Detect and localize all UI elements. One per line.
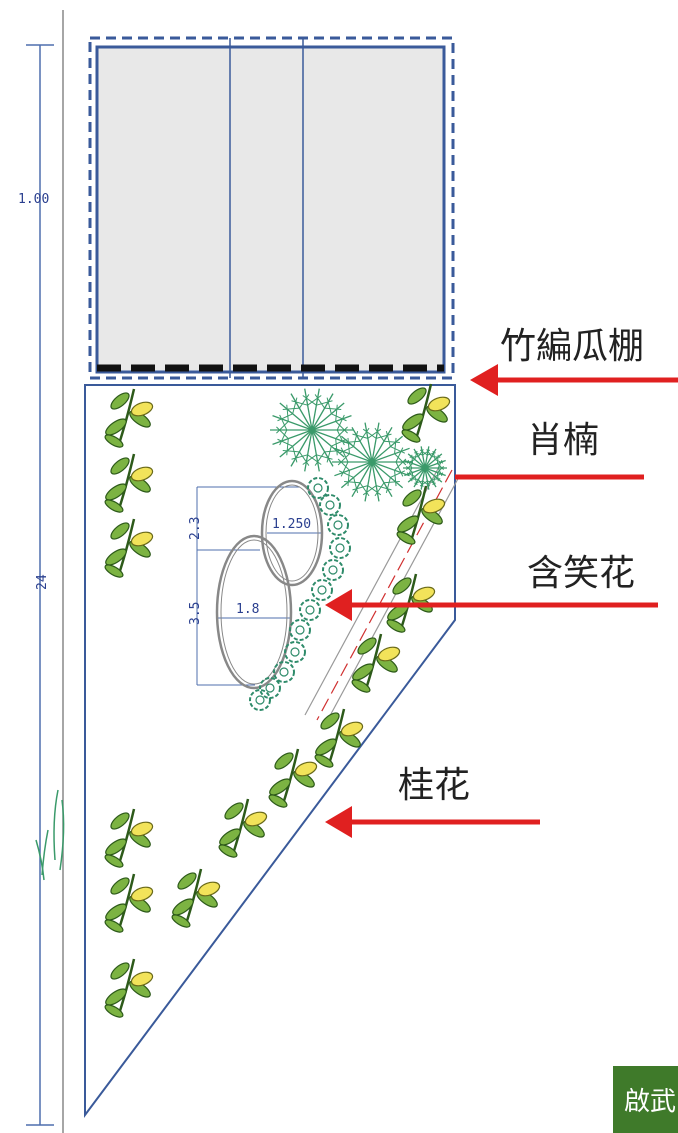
michelia-shrub <box>311 579 333 601</box>
arrow-trellis <box>470 364 678 396</box>
conifer-tree <box>332 422 412 502</box>
left-dimension: 1.00 24 <box>18 44 54 1126</box>
osmanthus-plant <box>104 453 154 513</box>
arrow-michelia <box>325 589 658 621</box>
michelia-shrub <box>289 619 311 641</box>
brand-badge: 啟武 <box>613 1066 678 1133</box>
label-michelia: 含笑花 <box>527 553 635 594</box>
osmanthus-plant <box>104 873 154 933</box>
arrow-osmanthus <box>325 806 540 838</box>
dim-lower-width: 1.8 <box>236 602 259 617</box>
osmanthus-plant <box>396 485 446 545</box>
planting-bed-outline <box>84 384 456 1119</box>
dim-upper-height: 2.3 <box>188 517 203 540</box>
stepping-stones <box>215 479 324 690</box>
osmanthus-plant <box>104 388 154 448</box>
michelia-hedge <box>249 477 351 711</box>
osmanthus-plant <box>104 808 154 868</box>
michelia-shrub <box>329 537 351 559</box>
michelia-shrub <box>284 641 306 663</box>
arrows <box>325 364 678 838</box>
grass-clump <box>35 789 65 881</box>
michelia-shrub <box>273 661 295 683</box>
osmanthus-plant <box>104 958 154 1018</box>
osmanthus-plant <box>401 383 451 443</box>
label-osmanthus: 桂花 <box>398 765 470 806</box>
dim-height-total: 24 <box>35 574 50 590</box>
michelia-shrub <box>307 477 329 499</box>
osmanthus-plant <box>268 748 318 808</box>
michelia-shrub <box>249 689 271 711</box>
conifer-tree <box>270 388 354 472</box>
label-tree: 肖楠 <box>527 420 599 461</box>
michelia-shrub <box>319 494 341 516</box>
conifer-tree <box>403 446 447 490</box>
bamboo-trellis <box>88 36 455 380</box>
dim-upper-width: 1.250 <box>272 517 311 532</box>
michelia-shrub <box>327 514 349 536</box>
brand-text: 啟武 <box>624 1087 676 1117</box>
conifer-group <box>270 388 447 502</box>
osmanthus-plant <box>314 708 364 768</box>
osmanthus-plant <box>171 868 221 928</box>
dim-lower-height: 3.5 <box>188 602 203 625</box>
osmanthus-plant <box>218 798 268 858</box>
michelia-shrub <box>322 559 344 581</box>
osmanthus-group <box>104 383 451 1018</box>
ellipse-dimensions: 2.3 3.5 1.250 1.8 <box>188 486 322 686</box>
osmanthus-plant <box>104 518 154 578</box>
michelia-shrub <box>299 599 321 621</box>
label-trellis: 竹編瓜棚 <box>500 326 644 367</box>
dim-top-width: 1.00 <box>18 192 49 207</box>
osmanthus-plant <box>351 633 401 693</box>
